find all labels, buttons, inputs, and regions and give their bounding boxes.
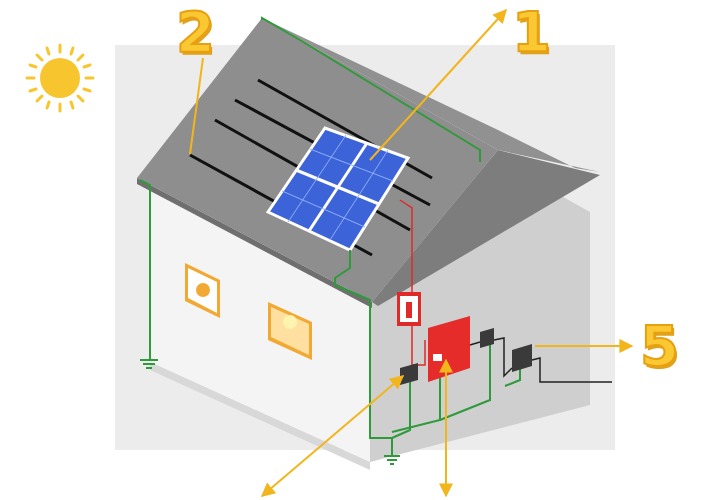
ac-isolator	[480, 328, 494, 348]
windows	[185, 263, 312, 360]
fire-sign	[397, 292, 421, 326]
callout-number: 2	[176, 4, 215, 60]
wall-shadow	[150, 362, 370, 470]
callout-number: 1	[512, 4, 551, 60]
leader-lines	[190, 10, 632, 496]
dc-cable	[400, 200, 425, 365]
dc-isolator	[400, 363, 418, 385]
callout-number: 5	[640, 318, 679, 374]
earth-wires	[140, 18, 520, 464]
solar-panels	[268, 128, 408, 250]
inverter	[428, 316, 470, 382]
meter	[512, 344, 532, 372]
mounting-rails	[190, 80, 432, 255]
sun	[27, 45, 93, 111]
inverter-display	[433, 354, 442, 361]
ac-wires	[470, 338, 612, 382]
